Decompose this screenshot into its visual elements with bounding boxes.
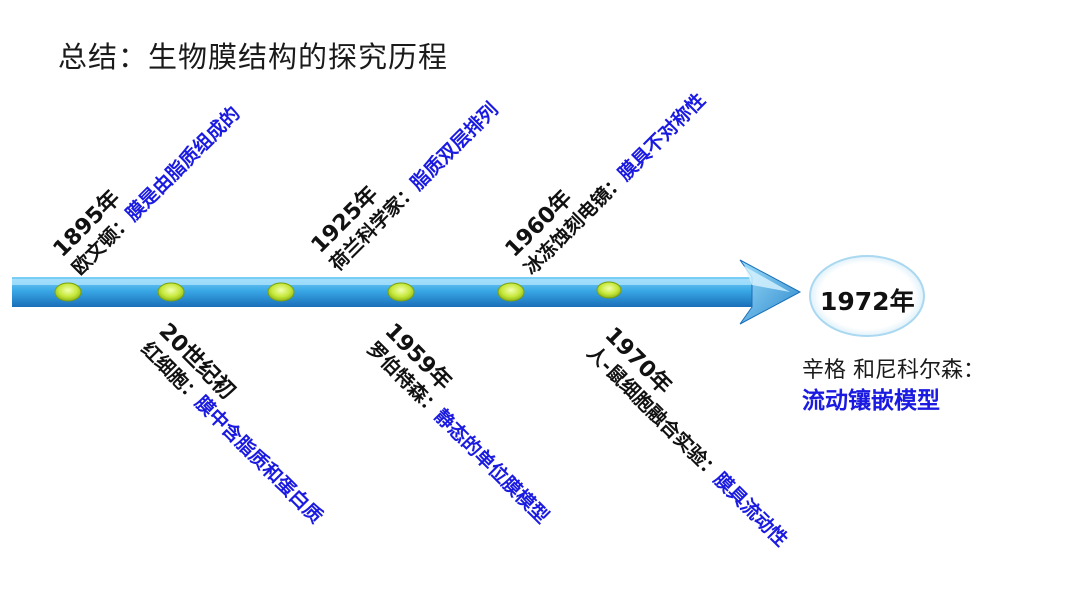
timeline-dot bbox=[267, 282, 295, 302]
timeline-dot bbox=[54, 282, 82, 302]
timeline-dot bbox=[387, 282, 415, 302]
timeline-dot bbox=[596, 281, 622, 299]
final-model: 流动镶嵌模型 bbox=[802, 388, 940, 414]
final-scientists: 辛格 和尼科尔森： bbox=[802, 358, 985, 383]
timeline-dot bbox=[497, 282, 525, 302]
arrow-shaft-highlight bbox=[12, 279, 752, 285]
arrow-head-highlight bbox=[744, 266, 790, 292]
timeline-dots bbox=[54, 281, 622, 302]
page-title: 总结：生物膜结构的探究历程 bbox=[58, 40, 449, 74]
timeline-dot bbox=[157, 282, 185, 302]
final-year-ellipse bbox=[809, 255, 925, 337]
final-year: 1972年 bbox=[820, 287, 915, 316]
